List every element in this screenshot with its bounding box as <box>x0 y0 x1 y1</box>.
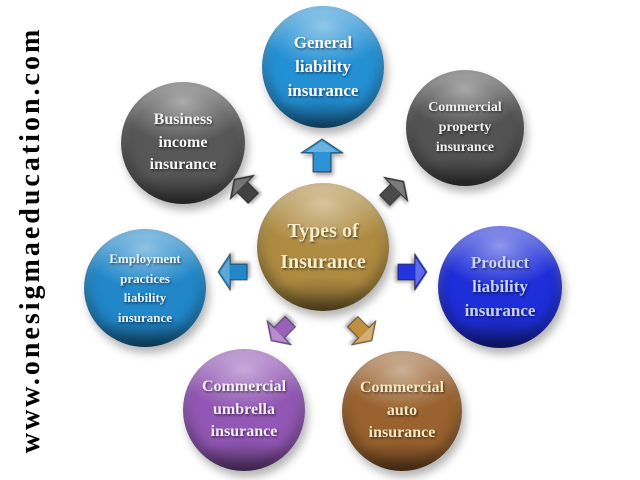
watermark-url-text: www.onesigmaeducation.com <box>15 26 46 454</box>
node-employment-practices-liability-insurance: Employment practices liability insurance <box>84 229 206 347</box>
arrow-up-right-icon <box>379 176 409 206</box>
node-commercial-umbrella-insurance: Commercial umbrella insurance <box>183 349 305 471</box>
arrow-left-icon <box>217 252 248 292</box>
node-types-of-insurance: Types of Insurance <box>257 183 389 311</box>
node-commercial-property-insurance: Commercial property insurance <box>406 70 524 186</box>
arrow-down-left-icon <box>266 316 296 346</box>
node-business-income-insurance: Business income insurance <box>121 82 245 204</box>
arrow-up-icon <box>300 138 344 173</box>
arrow-down-right-icon <box>347 316 377 346</box>
node-general-liability-insurance: General liability insurance <box>262 6 384 128</box>
node-product-liability-insurance: Product liability insurance <box>438 226 562 348</box>
arrow-right-icon <box>397 252 428 292</box>
node-commercial-auto-insurance: Commercial auto insurance <box>342 351 462 471</box>
arrow-up-left-icon <box>229 174 259 204</box>
